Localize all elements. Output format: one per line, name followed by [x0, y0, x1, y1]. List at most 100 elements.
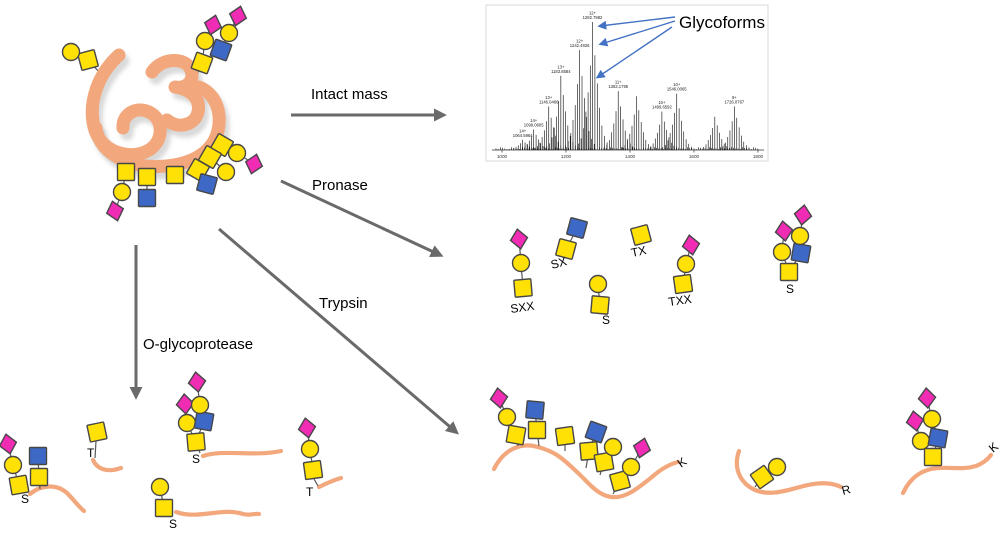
neu5ac-icon: [680, 232, 702, 258]
gal-icon: [511, 253, 531, 273]
site-label: S: [786, 282, 794, 296]
glcnac-icon: [195, 172, 219, 196]
galnac-icon: [505, 424, 527, 446]
glcnac-icon: [28, 446, 48, 466]
galnac-icon: [116, 162, 136, 182]
gal-icon: [588, 274, 608, 294]
svg-text:1200: 1200: [561, 154, 572, 159]
glcnac-icon: [525, 400, 545, 420]
glycan-bond: [94, 440, 97, 459]
galnac-icon: [513, 278, 533, 298]
site-label: R: [840, 482, 852, 498]
neu5ac-icon: [186, 370, 208, 394]
glycoamino-acid: SX: [549, 216, 589, 272]
svg-text:10+: 10+: [673, 82, 681, 87]
mass-spectrum-panel: 14+1064.596414+1099.060513+1146.046613+1…: [485, 4, 769, 162]
gal-icon: [177, 413, 197, 433]
protein-scribble: [85, 48, 226, 174]
glycoforms-label: Glycoforms: [679, 13, 765, 32]
svg-text:1099.0605: 1099.0605: [524, 123, 544, 128]
site-label: TXX: [667, 292, 692, 309]
galnac-icon: [779, 262, 799, 282]
glycoform-pointer-arrow: [598, 20, 676, 47]
svg-text:1499.6592: 1499.6592: [652, 105, 672, 110]
neu5ac-icon: [488, 386, 510, 410]
site-label: SXX: [509, 299, 535, 316]
gal-icon: [676, 254, 696, 274]
peptide-backbone: [491, 443, 681, 500]
svg-text:1064.5964: 1064.5964: [513, 133, 533, 138]
gal-icon: [497, 407, 517, 427]
svg-text:13+: 13+: [557, 64, 565, 69]
svg-text:1726.0767: 1726.0767: [724, 99, 744, 104]
glcnac-icon: [565, 216, 589, 240]
svg-text:12+: 12+: [576, 39, 584, 44]
gal-icon: [767, 457, 787, 477]
svg-text:14+: 14+: [530, 118, 538, 123]
o-glycoprotease-products: S T S S: [0, 370, 344, 531]
peptide-backbone: [900, 452, 994, 496]
gal-icon: [772, 242, 792, 262]
neu5ac-icon: [916, 386, 938, 410]
gal-icon: [219, 23, 239, 43]
glcnac-icon: [137, 188, 157, 208]
glcnac-icon: [584, 420, 608, 444]
neu5ac-icon: [0, 431, 20, 457]
neu5ac-icon: [508, 226, 530, 252]
svg-text:14+: 14+: [519, 128, 527, 133]
spectrum-frame: [485, 4, 769, 162]
galnac-icon: [672, 273, 694, 295]
glycopeptide: S: [174, 370, 284, 466]
galnac-icon: [86, 421, 108, 443]
galnac-icon: [923, 447, 943, 467]
glycopeptide: T: [86, 421, 124, 473]
glycoform-pointer-arrow: [595, 26, 673, 79]
svg-text:1400: 1400: [625, 154, 636, 159]
glycoamino-acid: SXX: [508, 226, 535, 316]
neu5ac-icon: [296, 415, 318, 441]
glycoamino-acid: S: [772, 203, 814, 296]
neu5ac-icon: [242, 151, 266, 177]
svg-text:1000: 1000: [497, 154, 508, 159]
galnac-icon: [76, 48, 100, 72]
svg-text:11+: 11+: [615, 80, 622, 85]
glcnac-icon: [790, 242, 812, 264]
svg-text:1282.7982: 1282.7982: [583, 15, 603, 20]
gal-icon: [911, 431, 931, 451]
glycoamino-acid: S: [588, 274, 610, 327]
glycoamino-acid: TXX: [667, 232, 702, 309]
gal-icon: [790, 226, 810, 246]
site-label: S: [169, 517, 177, 531]
intact-mass-label: Intact mass: [311, 86, 388, 103]
peptide-backbone: [27, 484, 87, 514]
svg-text:1546.0065: 1546.0065: [667, 87, 687, 92]
glycoamino-acid: TX: [630, 223, 653, 260]
galnac-icon: [154, 498, 174, 518]
site-label: K: [675, 454, 690, 470]
svg-text:1600: 1600: [689, 154, 700, 159]
gal-icon: [112, 182, 132, 202]
site-label: T: [306, 485, 314, 499]
glycopeptide: S: [0, 431, 87, 514]
svg-text:1183.8584: 1183.8584: [551, 69, 571, 74]
pronase-label: Pronase: [312, 177, 368, 194]
glycopeptide: R: [734, 448, 852, 498]
galnac-icon: [554, 425, 576, 447]
trypsin-products: K R K: [488, 386, 1000, 500]
site-label: TX: [630, 243, 648, 260]
gal-icon: [216, 162, 236, 182]
trypsin-label: Trypsin: [319, 295, 368, 312]
svg-text:10+: 10+: [658, 100, 666, 105]
spectrum-peaks: 14+1064.596414+1099.060513+1146.046613+1…: [495, 11, 764, 159]
site-label: SX: [549, 254, 568, 272]
gal-icon: [190, 395, 210, 415]
gal-icon: [227, 143, 247, 163]
glycopeptide: T: [296, 415, 344, 499]
pronase-arrow: [280, 179, 444, 258]
galnac-icon: [165, 165, 185, 185]
svg-text:9+: 9+: [732, 95, 737, 100]
galnac-icon: [590, 295, 610, 315]
trypsin-arrow: [218, 227, 459, 435]
gal-icon: [621, 457, 641, 477]
